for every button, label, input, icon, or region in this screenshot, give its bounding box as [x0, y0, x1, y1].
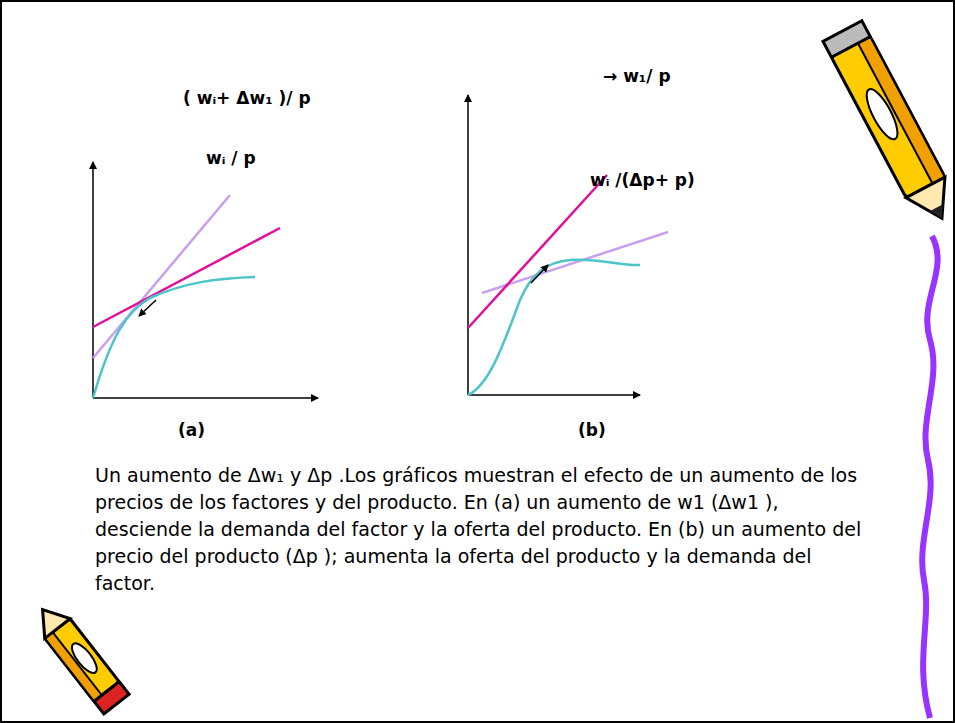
- caption-text: Un aumento de Δw₁ y Δp .Los gráficos mue…: [95, 462, 865, 597]
- pencil-tip: [906, 177, 955, 229]
- y-axis: [467, 95, 469, 395]
- panel-label: (a): [178, 420, 205, 440]
- line-label: wᵢ / p: [206, 148, 256, 168]
- panel-label: (b): [578, 420, 606, 440]
- isoprofit-line: [468, 175, 607, 328]
- pencil-stripe: [45, 632, 102, 701]
- pencil-shine: [861, 85, 903, 143]
- pencil-icon: [30, 600, 129, 714]
- line-label: wᵢ /(Δp+ p): [590, 170, 695, 190]
- y-axis: [92, 162, 94, 398]
- line-label: ( wᵢ+ Δw₁ )/ p: [183, 88, 311, 108]
- pencil-eraser: [94, 682, 129, 714]
- pencil-body: [831, 36, 945, 198]
- pencil-lead: [930, 204, 948, 221]
- pencil-shine: [68, 640, 101, 677]
- decorative-wave: [922, 236, 937, 718]
- shift-arrow: [531, 265, 548, 283]
- production-curve: [93, 277, 255, 398]
- shift-arrow: [139, 300, 156, 316]
- line-label: → w₁/ p: [603, 66, 671, 86]
- pencil-ferrule: [823, 21, 870, 58]
- isoprofit-line-new: [93, 195, 230, 358]
- pencil-stripe: [857, 36, 944, 184]
- x-axis: [93, 397, 318, 399]
- pencil-tip: [30, 600, 70, 639]
- x-axis: [468, 394, 640, 396]
- production-curve: [468, 260, 640, 395]
- pencil-icon: [823, 21, 955, 229]
- isoprofit-line-new: [482, 232, 668, 293]
